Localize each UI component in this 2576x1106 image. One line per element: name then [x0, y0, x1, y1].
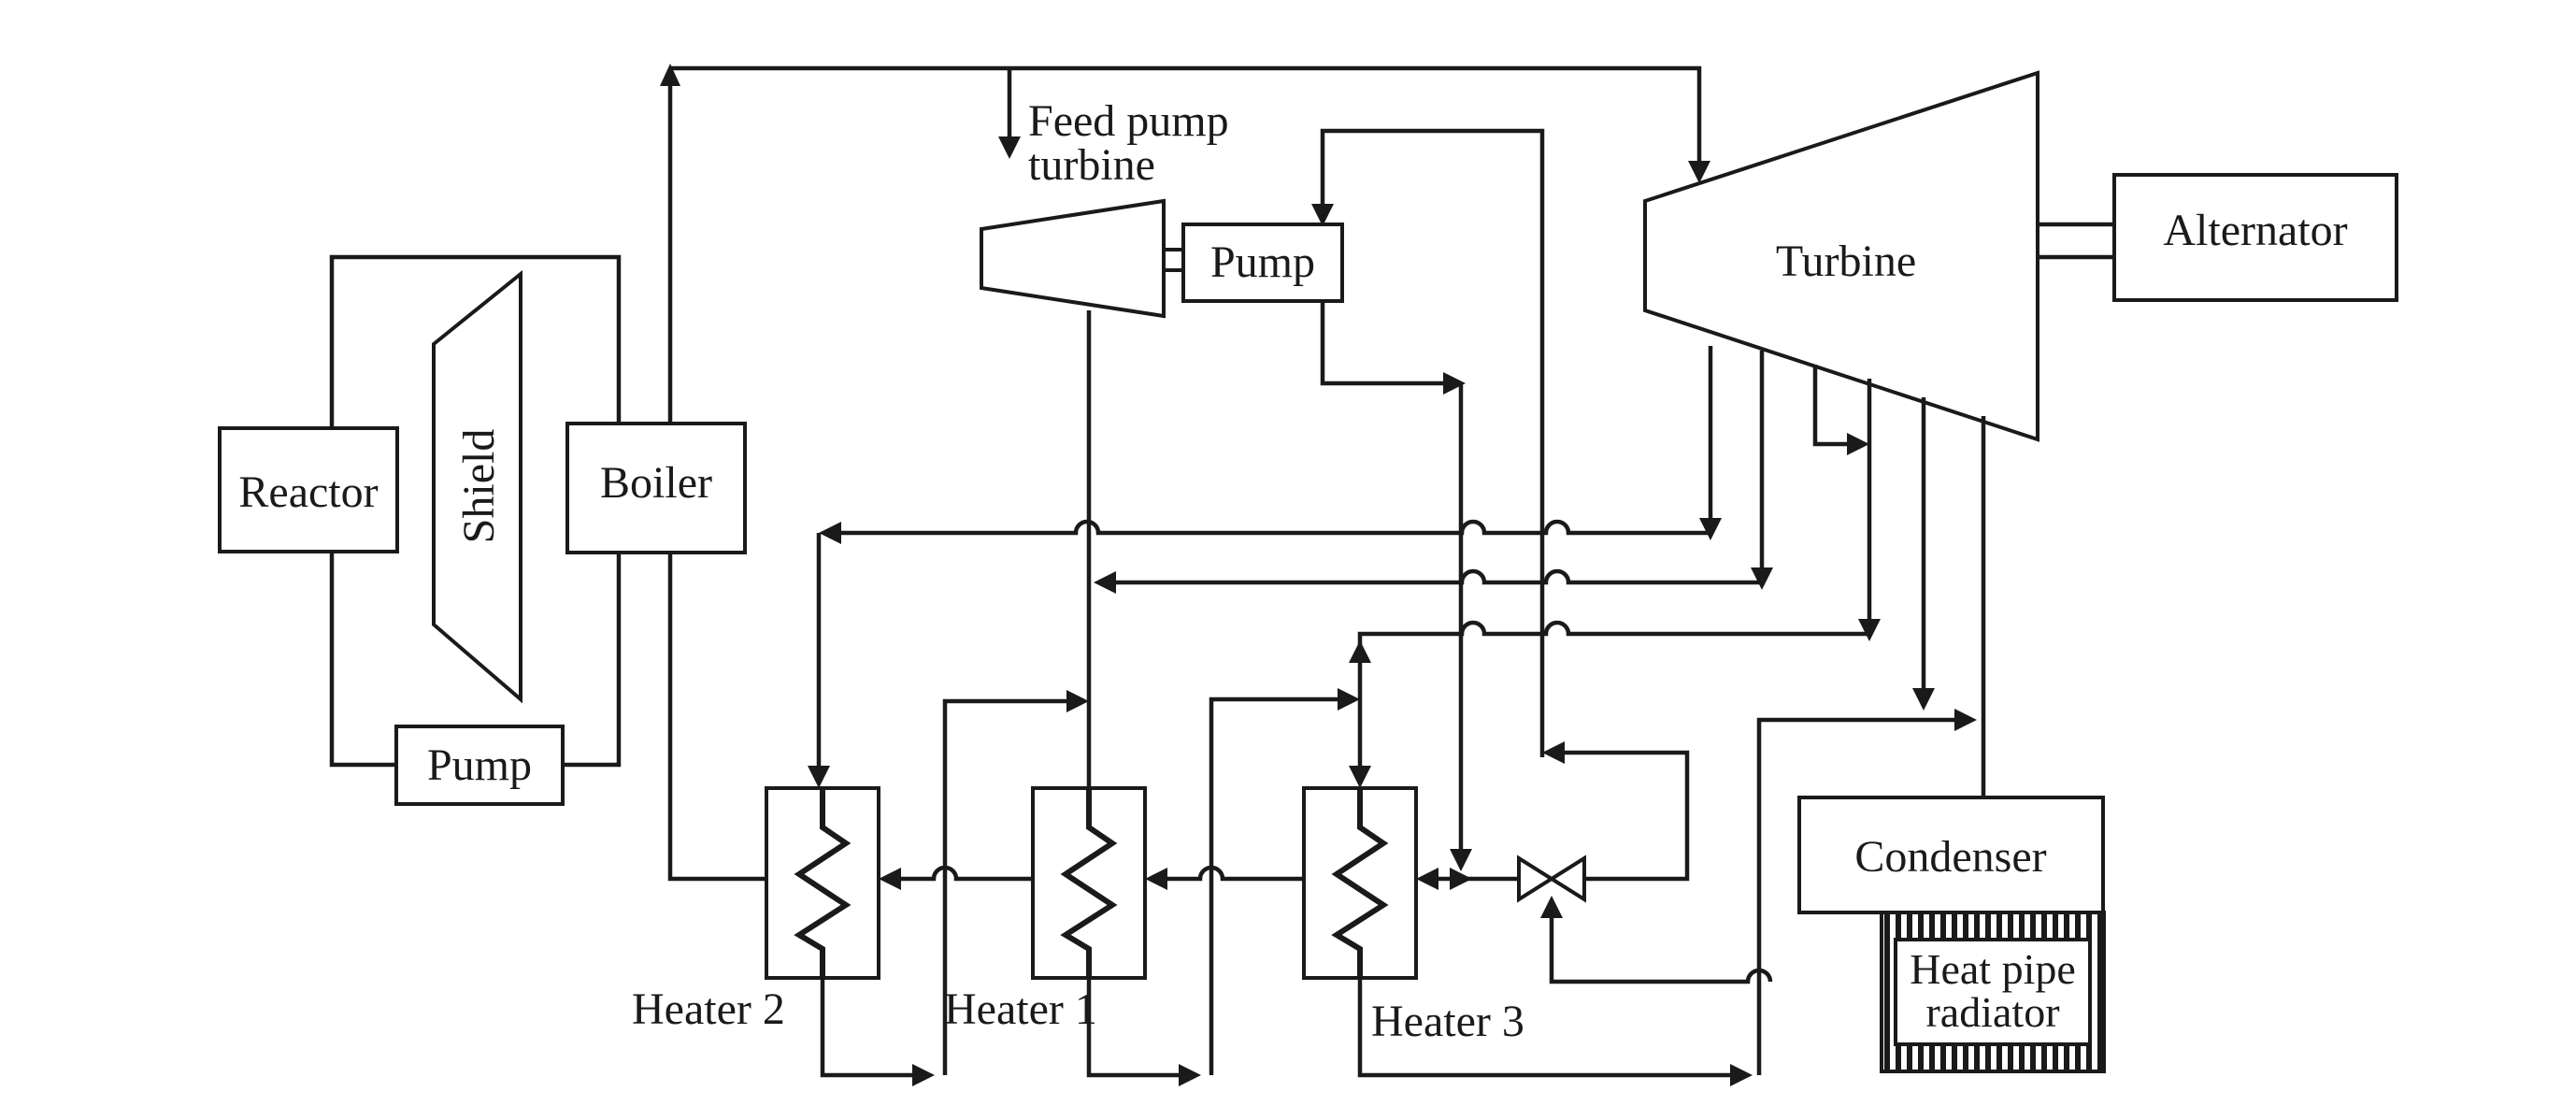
reactor-label: Reactor	[238, 467, 378, 517]
extraction-heater2-arrowhead-a	[1699, 518, 1722, 540]
condensate-riser-arrowhead	[1954, 709, 1977, 731]
feedwater-lines	[820, 688, 1977, 1086]
extraction-heater1-arrowhead-b	[1094, 571, 1116, 594]
reactor-box	[218, 426, 399, 553]
shield-shape	[432, 269, 522, 704]
extraction-heater2-arrowhead-b	[819, 522, 841, 544]
valve-bottom-pipe	[1549, 909, 1773, 984]
heater3-drain-arrowhead	[1730, 1064, 1753, 1086]
heater-3: Heater 3	[1302, 786, 1524, 1046]
condenser-box	[1797, 796, 2105, 914]
condensate-riser-pipe	[1756, 717, 1963, 1075]
extraction-heater3-arrowhead-b	[1349, 766, 1371, 788]
heater-2-coil	[794, 788, 852, 978]
heater-2-label: Heater 2	[632, 984, 785, 1034]
feed-pump-discharge-pipe	[1320, 301, 1453, 386]
primary-loop: Reactor Shield Boiler Pump	[218, 254, 747, 806]
heater1-to-heater2-pipe	[893, 865, 1033, 882]
boiler-steam-arrowhead	[660, 64, 680, 86]
heater2-steam-inlet-arrowhead	[808, 766, 830, 788]
extraction-lines	[808, 346, 1986, 797]
heater2-drain-riser-arrowhead	[1066, 690, 1089, 712]
extraction-heater1-arrowhead-a	[1751, 567, 1773, 590]
alternator-box	[2112, 173, 2398, 302]
condenser-label: Condenser	[1854, 832, 2046, 882]
heater2-drain-pipe	[820, 978, 921, 1078]
main-steam-lines	[660, 64, 1710, 882]
heater-3-label: Heater 3	[1371, 997, 1524, 1046]
valve-recirc-arrowhead	[1542, 741, 1565, 764]
steam-header-pipe	[670, 65, 1702, 168]
primary-loop-bottom-pipe	[329, 552, 622, 768]
heater2-drain-riser	[942, 698, 1075, 1075]
feed-pump-turbine-label-line1: Feed pump	[1028, 96, 1229, 146]
primary-loop-top-pipe	[329, 254, 622, 428]
bypass-valve-right	[1548, 855, 1586, 903]
heater-3-coil	[1331, 788, 1389, 978]
boiler-feed-return-pipe	[667, 553, 766, 882]
heater1-drain-riser	[1209, 697, 1346, 1075]
bypass-valve-left	[1517, 855, 1555, 903]
turbine-group: Turbine Alternator	[1643, 70, 2398, 442]
boiler-label: Boiler	[600, 458, 712, 508]
valve-recirc-pipe	[1556, 750, 1690, 882]
extraction-heater2-pipe	[832, 346, 1713, 536]
extraction-heater1-pipe	[1108, 351, 1765, 585]
fpt-inlet-arrowhead	[998, 136, 1021, 159]
extraction-heater3-loop	[1812, 365, 1855, 447]
radiator-label-line2: radiator	[1925, 988, 2059, 1036]
heater1-drain-riser-arrowhead	[1338, 688, 1360, 711]
heater-2: Heater 2	[632, 786, 880, 1034]
primary-pump-box	[394, 725, 565, 806]
turbine-exhaust-arrowhead-a	[1912, 688, 1935, 711]
turbine-inlet-arrowhead	[1688, 161, 1710, 183]
radiator-inner	[1894, 938, 2092, 1046]
feed-pump-to-heater3-arrowhead	[1450, 849, 1472, 871]
turbine-label: Turbine	[1776, 237, 1916, 286]
feed-pump-label: Pump	[1210, 237, 1315, 287]
heater1-drain-arrowhead	[1179, 1064, 1201, 1086]
extraction-heater3-arrowhead-a	[1858, 619, 1881, 641]
feed-pump-discharge-arrowhead	[1443, 372, 1466, 395]
heater-1-coil	[1060, 788, 1118, 978]
feed-pump-turbine-label-line2: turbine	[1028, 140, 1155, 190]
extraction-heater3-pipe	[1357, 379, 1872, 776]
heater3-to-heater1-arrowhead	[1145, 868, 1167, 890]
heater3-to-valve-arrowhead	[1416, 868, 1438, 890]
heater1-drain-pipe	[1086, 978, 1187, 1078]
extraction-heater3-arrowhead-c	[1349, 640, 1371, 663]
heater-1: Heater 1	[944, 786, 1147, 1034]
primary-pump-label: Pump	[427, 740, 532, 790]
turbine-shape	[1643, 70, 2039, 442]
heater-1-label: Heater 1	[944, 984, 1097, 1034]
feed-pump-box	[1181, 223, 1344, 303]
feed-pump-turbine-shape	[980, 198, 1166, 319]
boiler-box	[565, 422, 747, 554]
feed-pump-suction-arrowhead	[1311, 204, 1334, 226]
heater3-to-valve-arrowhead-b	[1450, 868, 1472, 890]
alternator-label: Alternator	[2163, 206, 2347, 255]
radiator-label-line1: Heat pipe	[1910, 945, 2076, 993]
shield-label: Shield	[454, 429, 504, 544]
feed-pump-suction-pipe	[1320, 128, 1545, 757]
heater2-drain-arrowhead	[912, 1064, 935, 1086]
heater3-to-heater1-pipe	[1159, 865, 1304, 882]
condenser-group: Condenser Heat pipe radiator	[1797, 796, 2106, 1073]
extraction-heater3-loop-arrowhead	[1847, 433, 1869, 455]
heater1-to-heater2-arrowhead	[879, 868, 901, 890]
heater3-drain-pipe	[1357, 978, 1739, 1078]
valve-bottom-arrowhead	[1540, 896, 1563, 918]
feed-pump-group: Feed pump turbine Pump	[980, 96, 1545, 871]
